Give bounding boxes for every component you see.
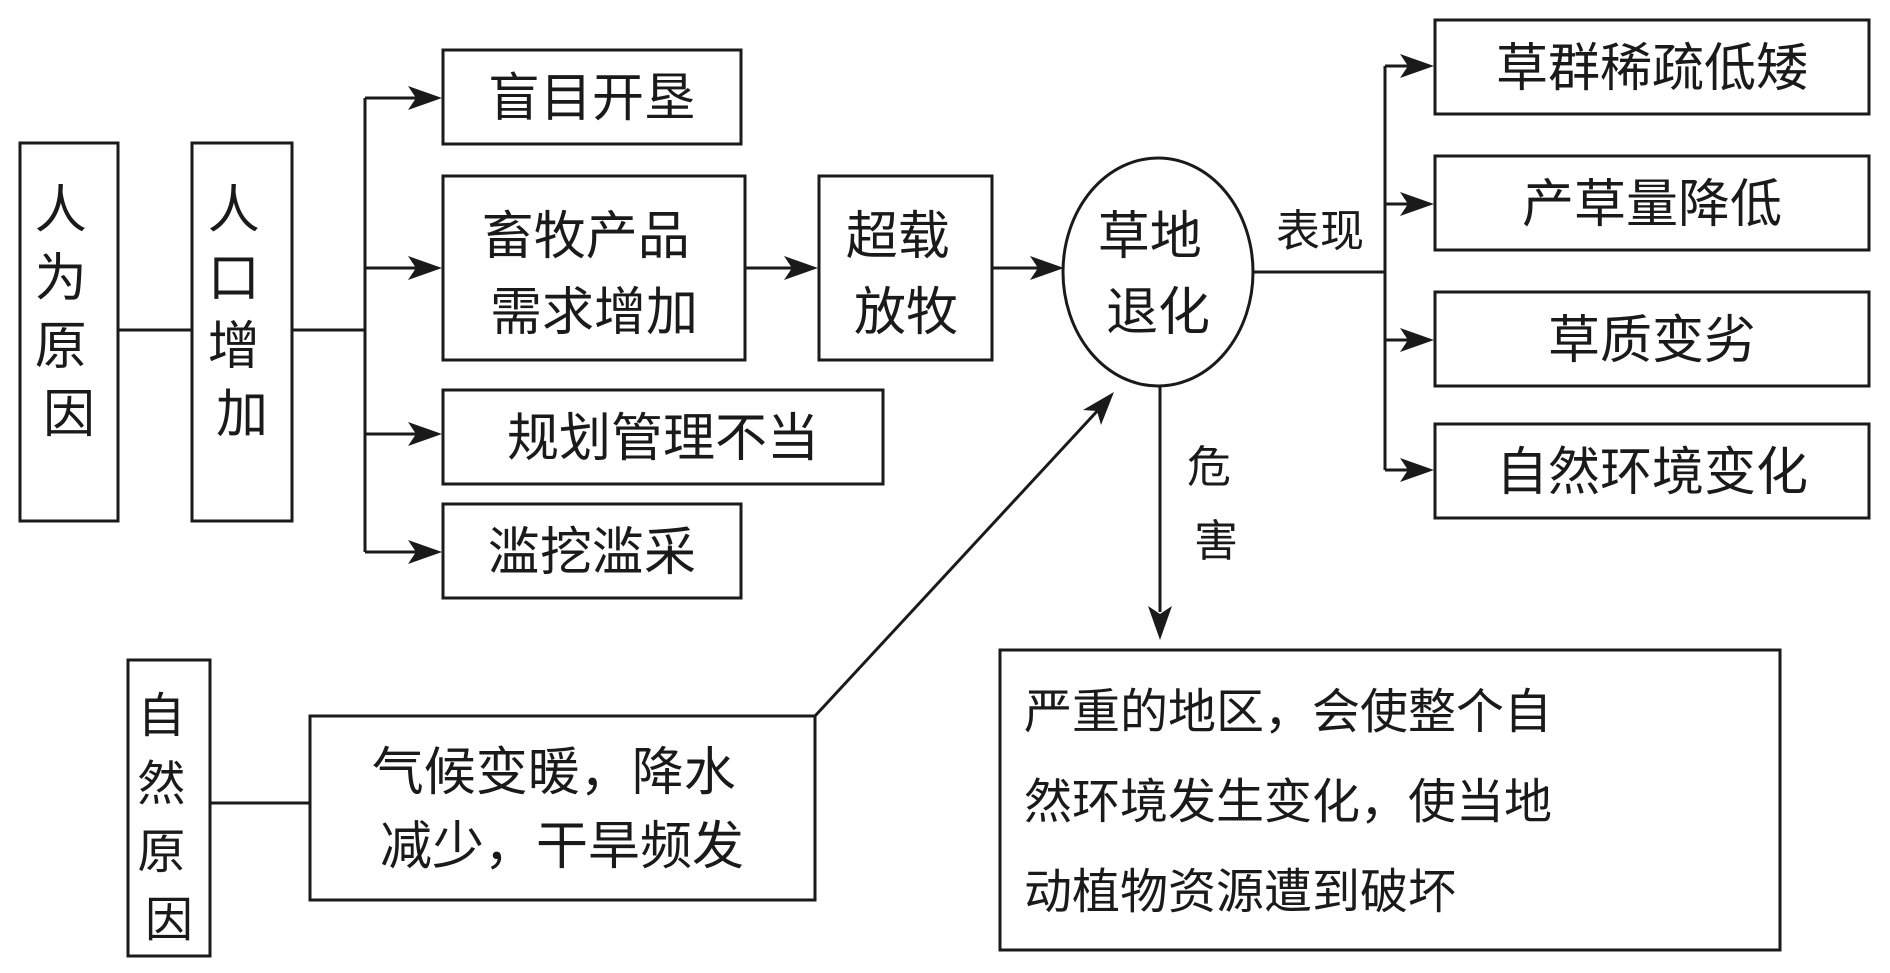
natural-detail-node: 气候变暖，降水 减少，干旱频发 <box>308 714 817 902</box>
harm-label: 危 害 <box>1187 442 1245 567</box>
cause-dig-node: 滥挖滥采 <box>441 502 743 600</box>
arrow-head-overgrazing <box>784 256 818 280</box>
arrow-head-manifest-3 <box>1400 328 1434 352</box>
overgrazing-box <box>817 174 994 362</box>
harm-detail-box <box>998 648 1782 952</box>
manifestation-item-3-box <box>1433 290 1871 388</box>
cause-dig-label: 滥挖滥采 <box>488 523 696 583</box>
grassland-degradation-node: 草地 退化 <box>1061 156 1255 388</box>
arrow-head-manifest-2 <box>1400 192 1434 216</box>
population-box <box>190 141 294 523</box>
cause-demand-node: 畜牧产品 需求增加 <box>441 174 747 362</box>
cause-demand-box <box>441 174 747 362</box>
cause-planning-box <box>441 388 885 486</box>
natural-factors-node: 自 然 原 因 <box>126 658 212 958</box>
arrow-head-demand <box>408 256 442 280</box>
arrow-head-harm <box>1148 606 1172 640</box>
human-factors-box <box>18 141 120 523</box>
manifestation-item-2-label: 产草量降低 <box>1522 175 1782 235</box>
cause-planning-label: 规划管理不当 <box>507 409 819 469</box>
arrow-head-planning <box>408 422 442 446</box>
natural-detail-text: 气候变暖，降水 减少，干旱频发 <box>372 743 753 877</box>
natural-factors-title: 自 然 原 因 <box>137 688 200 948</box>
manifestation-item-3-label: 草质变劣 <box>1548 311 1756 371</box>
connector-natural-center <box>813 406 1102 718</box>
manifestation-item-1-label: 草群稀疏低矮 <box>1496 39 1808 99</box>
overgrazing-label: 超载 放牧 <box>846 207 967 343</box>
grassland-degradation-label: 草地 退化 <box>1098 207 1219 343</box>
cause-reclaim-box <box>441 48 743 146</box>
cause-reclaim-node: 盲目开垦 <box>441 48 743 146</box>
manifestation-item-2-node: 产草量降低 <box>1433 154 1871 252</box>
cause-planning-node: 规划管理不当 <box>441 388 885 486</box>
grassland-degradation-ellipse <box>1061 156 1255 388</box>
cause-dig-box <box>441 502 743 600</box>
manifestation-label: 表现 <box>1276 206 1364 257</box>
manifestation-item-4-label: 自然环境变化 <box>1496 443 1808 503</box>
manifestation-item-4-node: 自然环境变化 <box>1433 422 1871 520</box>
cause-demand-label: 畜牧产品 需求增加 <box>482 207 707 343</box>
arrowheads <box>408 54 1434 640</box>
human-factors-node: 人 为 原 因 <box>18 141 120 523</box>
arrow-head-reclaim <box>408 86 442 110</box>
arrow-head-manifest-4 <box>1400 458 1434 482</box>
arrow-head-dig <box>408 540 442 564</box>
harm-detail-node: 严重的地区，会使整个自 然环境发生变化，使当地 动植物资源遭到破坏 <box>998 648 1782 952</box>
human-factors-title: 人 为 原 因 <box>35 181 104 445</box>
arrow-head-manifest-1 <box>1400 54 1434 78</box>
arrow-head-center <box>1030 256 1064 280</box>
manifestation-item-4-box <box>1433 422 1871 520</box>
manifestation-item-3-node: 草质变劣 <box>1433 290 1871 388</box>
manifestation-item-1-node: 草群稀疏低矮 <box>1433 18 1871 116</box>
overgrazing-node: 超载 放牧 <box>817 174 994 362</box>
cause-reclaim-label: 盲目开垦 <box>488 69 696 129</box>
harm-detail-text: 严重的地区，会使整个自 然环境发生变化，使当地 动植物资源遭到破坏 <box>1024 684 1567 920</box>
population-node: 人 口 增 加 <box>190 141 294 523</box>
population-label: 人 口 增 加 <box>208 181 277 445</box>
natural-detail-box <box>308 714 817 902</box>
natural-factors-box <box>126 658 212 958</box>
manifestation-item-1-box <box>1433 18 1871 116</box>
manifestation-item-2-box <box>1433 154 1871 252</box>
arrow-head-natural <box>1083 392 1114 425</box>
